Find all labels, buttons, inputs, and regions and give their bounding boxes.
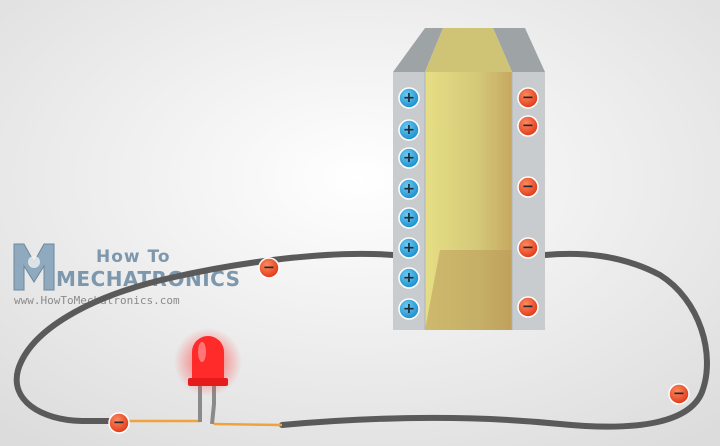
- svg-text:−: −: [522, 240, 534, 256]
- svg-text:−: −: [263, 260, 275, 276]
- dielectric: [425, 28, 512, 72]
- positive-charge: +: [398, 119, 420, 141]
- lightbulb-icon: [13, 243, 55, 291]
- negative-charge: −: [517, 87, 539, 109]
- positive-charge: +: [398, 178, 420, 200]
- svg-text:+: +: [403, 240, 415, 256]
- svg-text:−: −: [522, 299, 534, 315]
- negative-charge: −: [517, 115, 539, 137]
- svg-text:−: −: [522, 179, 534, 195]
- svg-text:−: −: [522, 118, 534, 134]
- svg-text:+: +: [403, 150, 415, 166]
- negative-charge: −: [517, 176, 539, 198]
- wire-electron: −: [108, 412, 130, 434]
- svg-text:−: −: [522, 90, 534, 106]
- positive-charge: +: [398, 237, 420, 259]
- positive-charge: +: [398, 267, 420, 289]
- logo: How To MECHATRONICS www.HowToMechatronic…: [13, 243, 240, 307]
- positive-charges: + + + + + + + +: [398, 87, 420, 320]
- circuit-wire: [13, 250, 396, 424]
- svg-text:−: −: [673, 386, 685, 402]
- wire-electrons: − − −: [108, 257, 690, 434]
- positive-charge: +: [398, 298, 420, 320]
- circuit-wire-bottom: [279, 250, 710, 430]
- positive-charge: +: [398, 207, 420, 229]
- svg-text:+: +: [403, 270, 415, 286]
- logo-line1: How To: [96, 247, 171, 267]
- svg-text:+: +: [403, 181, 415, 197]
- left-plate-top: [393, 28, 443, 72]
- svg-text:+: +: [403, 122, 415, 138]
- wire-electron: −: [258, 257, 280, 279]
- left-plate: [393, 72, 425, 330]
- right-plate: [512, 72, 545, 330]
- negative-charges: − − − − −: [517, 87, 539, 318]
- svg-text:+: +: [403, 210, 415, 226]
- svg-text:−: −: [113, 415, 125, 431]
- dielectric-shadow: [425, 250, 512, 330]
- right-plate-top: [493, 28, 545, 72]
- positive-charge: +: [398, 147, 420, 169]
- negative-charge: −: [517, 296, 539, 318]
- capacitor: [393, 28, 545, 330]
- negative-charge: −: [517, 237, 539, 259]
- wire-electron: −: [668, 383, 690, 405]
- positive-charge: +: [398, 87, 420, 109]
- led: [174, 328, 242, 425]
- svg-text:+: +: [403, 301, 415, 317]
- led-wire-right: [213, 422, 283, 427]
- svg-text:+: +: [403, 90, 415, 106]
